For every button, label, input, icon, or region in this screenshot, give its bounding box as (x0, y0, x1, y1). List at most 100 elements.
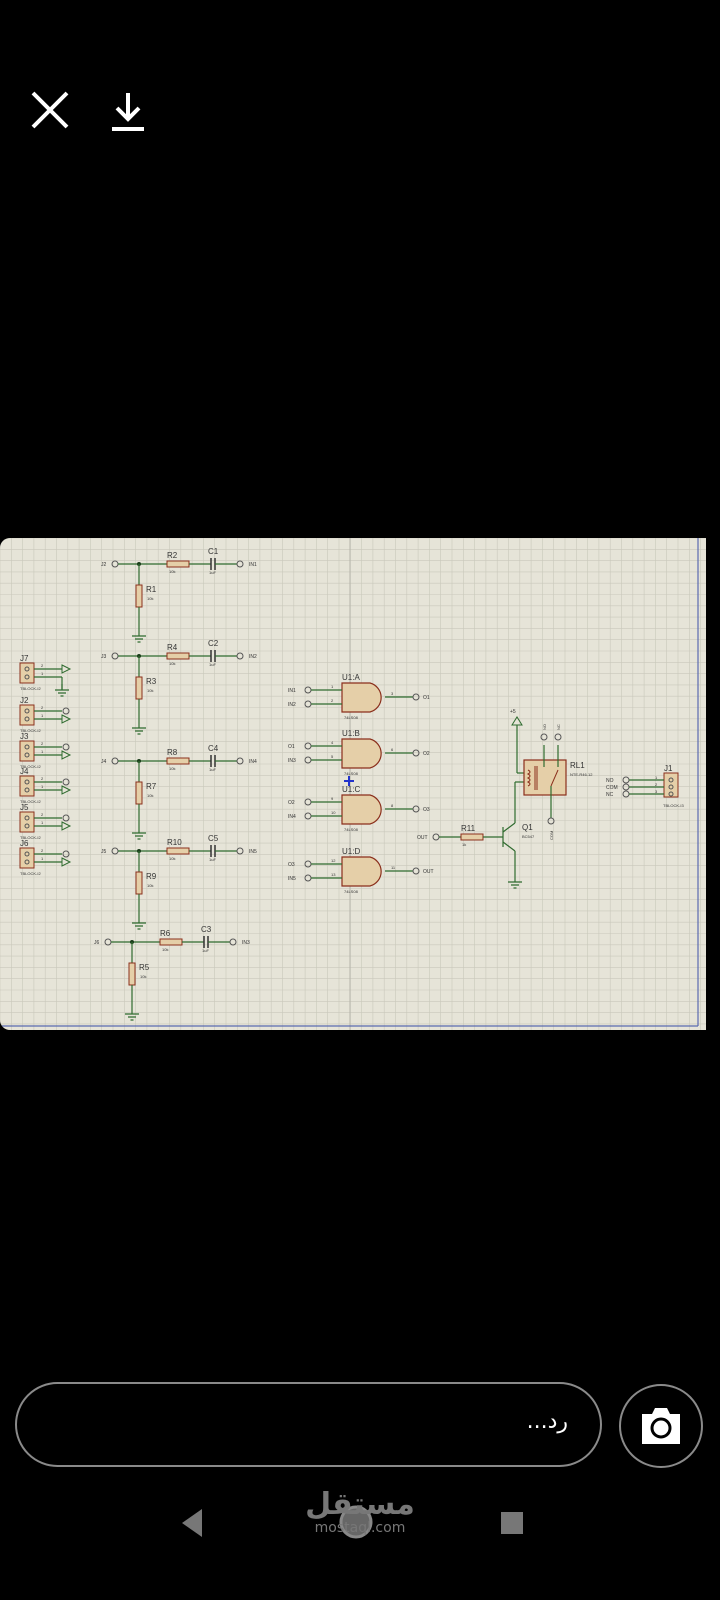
terminal-block-ref: J4 (20, 767, 29, 776)
output-label: NO (606, 778, 614, 784)
gate-part: 74LS08 (344, 827, 359, 832)
terminal (62, 814, 70, 822)
pin-number: 2 (331, 698, 334, 703)
terminal (62, 707, 70, 715)
terminal (304, 812, 312, 820)
nav-back-button[interactable] (180, 1508, 204, 1542)
pin-number: 5 (331, 754, 334, 759)
terminal (236, 757, 244, 765)
resistor-value: 10k (147, 688, 153, 693)
terminal (622, 790, 630, 798)
output-label: IN5 (249, 849, 257, 855)
resistor-ref: R8 (167, 748, 178, 757)
gate-ref: U1:A (342, 673, 360, 682)
terminal-block (19, 811, 35, 833)
pin-number: 13 (331, 872, 336, 877)
capacitor (210, 755, 216, 767)
relay-pin-label: COM (549, 831, 554, 840)
terminal-block-ref: J5 (20, 803, 29, 812)
transistor-part: BC547 (522, 834, 535, 839)
terminal-block-ref: J1 (664, 764, 673, 773)
pin (24, 708, 30, 714)
terminal (62, 850, 70, 858)
terminal-block-type: TBLOCK-I2 (20, 764, 41, 769)
resistor (128, 962, 136, 986)
pin (24, 752, 30, 758)
terminal (554, 733, 562, 741)
reply-input[interactable] (66, 1408, 570, 1435)
transistor (502, 822, 516, 852)
pin (24, 674, 30, 680)
pin-number: 11 (391, 865, 396, 870)
power-arrow (61, 821, 72, 831)
pin (24, 716, 30, 722)
pin-number: 1 (41, 784, 44, 789)
gate-part: 74LS08 (344, 771, 359, 776)
and-gate (341, 856, 382, 887)
resistor-value: 10k (147, 883, 153, 888)
pin (24, 815, 30, 821)
relay-pin-label: NO (542, 724, 547, 730)
relay-pin-label: NC (556, 724, 561, 730)
capacitor-value: 1uF (209, 662, 216, 667)
home-circle-icon (339, 1505, 373, 1539)
resistor-ref: R9 (146, 872, 157, 881)
resistor (135, 676, 143, 700)
and-gate (341, 682, 382, 713)
resistor (166, 847, 190, 855)
pin (668, 791, 674, 797)
resistor (135, 584, 143, 608)
download-button[interactable] (106, 88, 150, 134)
terminal (412, 805, 420, 813)
terminal (304, 742, 312, 750)
terminal (104, 938, 112, 946)
terminal-block-type: TBLOCK-I2 (20, 728, 41, 733)
gate-input-label: IN2 (288, 702, 296, 708)
terminal (412, 749, 420, 757)
capacitor-value: 1uF (202, 948, 209, 953)
close-button[interactable] (28, 88, 72, 132)
resistor-ref: R4 (167, 643, 178, 652)
pin-number: 6 (391, 747, 394, 752)
cursor-crosshair (344, 776, 354, 786)
pin (24, 851, 30, 857)
terminal-block-type: TBLOCK-I2 (20, 835, 41, 840)
gate-input-label: IN4 (288, 814, 296, 820)
terminal (62, 743, 70, 751)
pin-number: 1 (41, 713, 44, 718)
output-label: IN1 (249, 562, 257, 568)
pin-number: 12 (331, 858, 336, 863)
resistor-value: 10k (162, 947, 168, 952)
reply-field[interactable] (15, 1382, 602, 1467)
terminal-block-ref: J2 (20, 696, 29, 705)
resistor-value: 10k (147, 793, 153, 798)
capacitor (210, 650, 216, 662)
gate-input-label: IN5 (288, 876, 296, 882)
pin-number: 1 (41, 671, 44, 676)
pin (668, 784, 674, 790)
capacitor-ref: C3 (201, 925, 212, 934)
power-arrow (61, 714, 72, 724)
gate-output-label: OUT (423, 869, 434, 875)
pin-number: 4 (331, 740, 334, 745)
pin-number: 3 (391, 691, 394, 696)
terminal (412, 867, 420, 875)
gate-input-label: IN3 (288, 758, 296, 764)
terminal (62, 778, 70, 786)
camera-button[interactable] (619, 1384, 703, 1468)
watermark-latin: mostaql.com (314, 1520, 406, 1536)
nav-home-button[interactable] (338, 1504, 374, 1544)
pin (24, 666, 30, 672)
pin-number: 2 (41, 663, 44, 668)
terminal (304, 756, 312, 764)
terminal (540, 733, 548, 741)
output-label: IN4 (249, 759, 257, 765)
capacitor (203, 936, 209, 948)
resistor-ref: R2 (167, 551, 178, 560)
pin-number: 2 (41, 705, 44, 710)
resistor-ref: R7 (146, 782, 157, 791)
power-arrow (61, 785, 72, 795)
watermark: مستقل mostaql.com (300, 1490, 420, 1537)
nav-recents-button[interactable] (501, 1512, 525, 1540)
pin (24, 823, 30, 829)
